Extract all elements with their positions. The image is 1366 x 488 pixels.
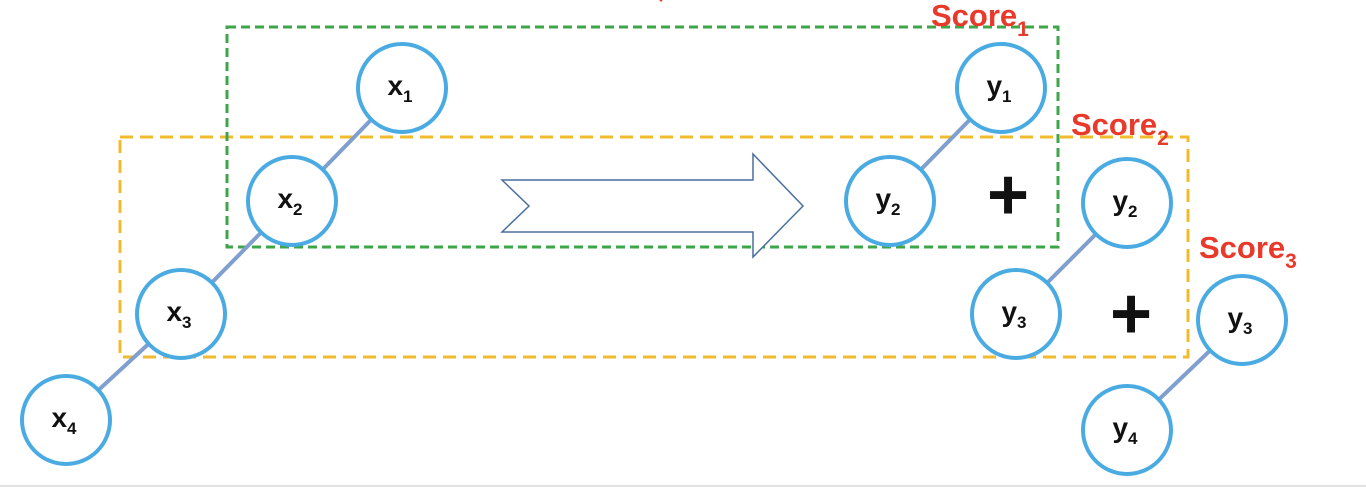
- node-y3-b: y3: [970, 268, 1062, 360]
- score-label-subscript: 3: [1285, 250, 1297, 273]
- node-label: x4: [51, 402, 77, 438]
- node-label-base: y: [875, 183, 891, 214]
- score-label-base: Score: [931, 0, 1017, 33]
- node-label-base: y: [1112, 412, 1128, 443]
- node-label-subscript: 1: [403, 87, 412, 106]
- node-label-subscript: 3: [1017, 313, 1026, 332]
- score-2-group-box: [118, 135, 1190, 359]
- node-circle: [246, 155, 338, 247]
- node-circle: [135, 268, 227, 360]
- node-label-subscript: 2: [891, 200, 900, 219]
- node-label: y3: [1227, 302, 1252, 338]
- score-1-label: Score1: [931, 0, 1029, 41]
- plus-sign: +: [1110, 274, 1152, 354]
- top-caret-icon: ˇ: [656, 0, 666, 19]
- node-label-base: y: [1227, 302, 1243, 333]
- node-y3-c: y3: [1196, 274, 1288, 366]
- node-label: x2: [277, 183, 302, 219]
- node-y2-b: y2: [1081, 157, 1173, 249]
- node-label-base: x: [51, 402, 67, 433]
- node-x3: x3: [135, 268, 227, 360]
- score-1-group-box: [225, 25, 1060, 249]
- node-label: y4: [1112, 412, 1138, 448]
- score-3-label: Score3: [1199, 230, 1297, 273]
- score-label-subscript: 1: [1017, 18, 1029, 41]
- node-circle: [356, 42, 448, 134]
- node-y1-a: y1: [955, 42, 1047, 134]
- transform-arrow-icon: [500, 152, 805, 259]
- node-circle: [844, 155, 936, 247]
- node-circle: [1081, 157, 1173, 249]
- score-2-label: Score2: [1071, 107, 1169, 150]
- node-x1: x1: [356, 42, 448, 134]
- node-label-base: y: [1001, 296, 1017, 327]
- node-x4: x4: [20, 374, 112, 466]
- node-label: x1: [387, 70, 412, 106]
- node-label: y1: [986, 70, 1011, 106]
- node-x2: x2: [246, 155, 338, 247]
- score-label-base: Score: [1071, 107, 1157, 142]
- score-label-base: Score: [1199, 230, 1285, 265]
- node-label-subscript: 4: [1128, 429, 1138, 448]
- node-label-subscript: 2: [1128, 202, 1137, 221]
- node-label: y2: [1112, 185, 1137, 221]
- node-label-base: y: [986, 70, 1002, 101]
- node-circle: [1196, 274, 1288, 366]
- node-label: y3: [1001, 296, 1026, 332]
- node-label-subscript: 4: [67, 419, 77, 438]
- node-label-subscript: 2: [293, 200, 302, 219]
- node-label-base: y: [1112, 185, 1128, 216]
- node-label: x3: [166, 296, 191, 332]
- bottom-divider: [0, 485, 1366, 487]
- node-label-subscript: 3: [182, 313, 191, 332]
- node-label-subscript: 1: [1002, 87, 1011, 106]
- node-label: y2: [875, 183, 900, 219]
- node-label-subscript: 3: [1243, 319, 1252, 338]
- node-circle: [970, 268, 1062, 360]
- edges-layer: [64, 86, 1244, 432]
- node-circle: [20, 374, 112, 466]
- node-label-base: x: [277, 183, 293, 214]
- score-label-subscript: 2: [1157, 127, 1169, 150]
- node-circle: [1081, 384, 1173, 476]
- node-y2-a: y2: [844, 155, 936, 247]
- node-label-base: x: [166, 296, 182, 327]
- node-label-base: x: [387, 70, 403, 101]
- plus-sign: +: [987, 155, 1029, 235]
- node-y4-c: y4: [1081, 384, 1173, 476]
- node-circle: [955, 42, 1047, 134]
